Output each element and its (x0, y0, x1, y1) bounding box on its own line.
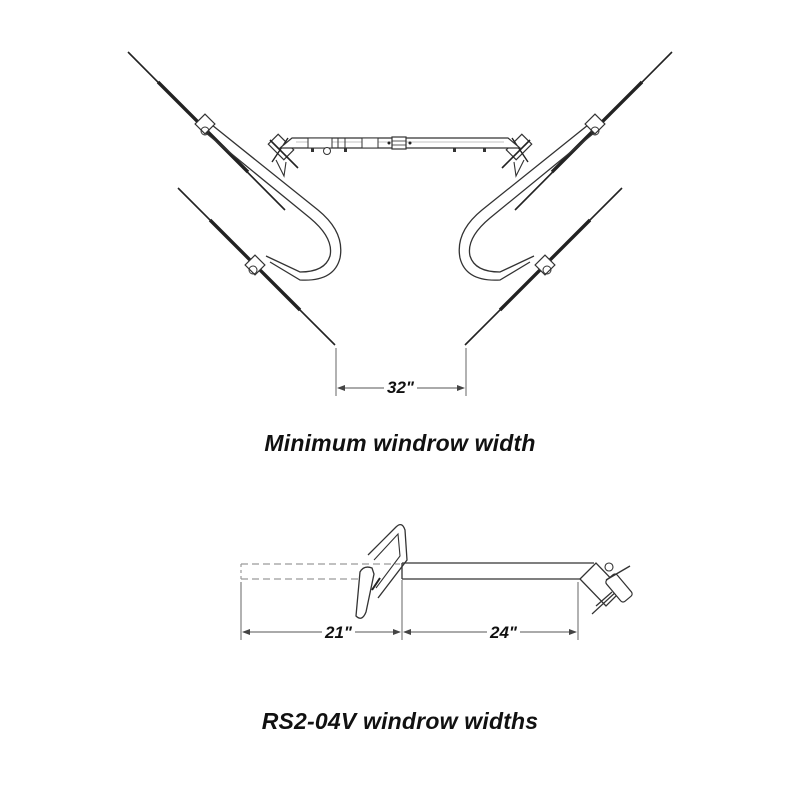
caption-rs2-04v-windrow-widths: RS2-04V windrow widths (261, 708, 539, 734)
dimension-label-right: 24" (487, 624, 520, 642)
top-rake-assembly (126, 50, 674, 396)
dimension-label-left: 21" (322, 624, 355, 642)
bottom-rake-side-view (240, 523, 633, 640)
dimension-label-minimum: 32" (384, 379, 417, 397)
caption-minimum-windrow-width: Minimum windrow width (264, 430, 536, 456)
